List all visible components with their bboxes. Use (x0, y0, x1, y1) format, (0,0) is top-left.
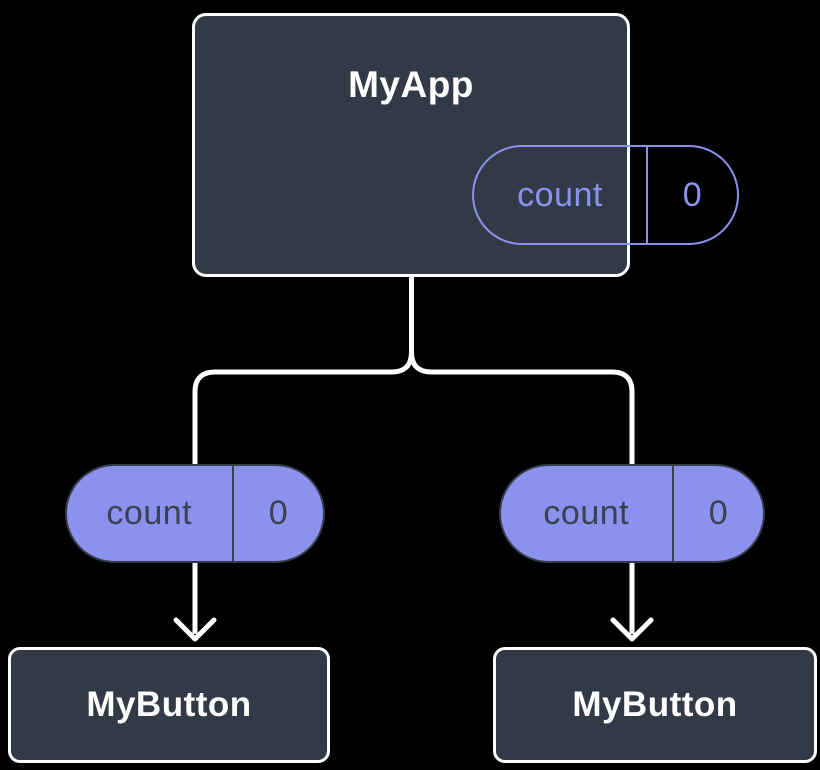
prop-name: count (106, 494, 193, 532)
prop-value: 0 (268, 494, 289, 532)
prop-value: 0 (708, 494, 729, 532)
component-node-myapp: MyApp count 0 (192, 13, 739, 277)
prop-name: count (543, 494, 630, 532)
pill-divider (231, 466, 234, 561)
pill-divider (646, 147, 648, 243)
arrow-left-head (173, 617, 217, 642)
state-name: count (517, 175, 603, 214)
state-value: 0 (682, 175, 703, 214)
prop-pill-right: count 0 (499, 464, 765, 563)
state-pill: count 0 (472, 145, 739, 245)
prop-pill-left: count 0 (65, 464, 325, 563)
pill-divider (671, 466, 674, 561)
edge-parent-to-left-child (192, 277, 414, 466)
component-title: MyButton (86, 685, 252, 724)
edge-parent-to-right-child (409, 277, 635, 466)
component-title: MyButton (572, 685, 738, 724)
component-node-mybutton-left: MyButton (8, 647, 330, 763)
component-title: MyApp (348, 64, 474, 105)
component-node-mybutton-right: MyButton (493, 647, 817, 763)
arrow-right-head (610, 617, 654, 642)
